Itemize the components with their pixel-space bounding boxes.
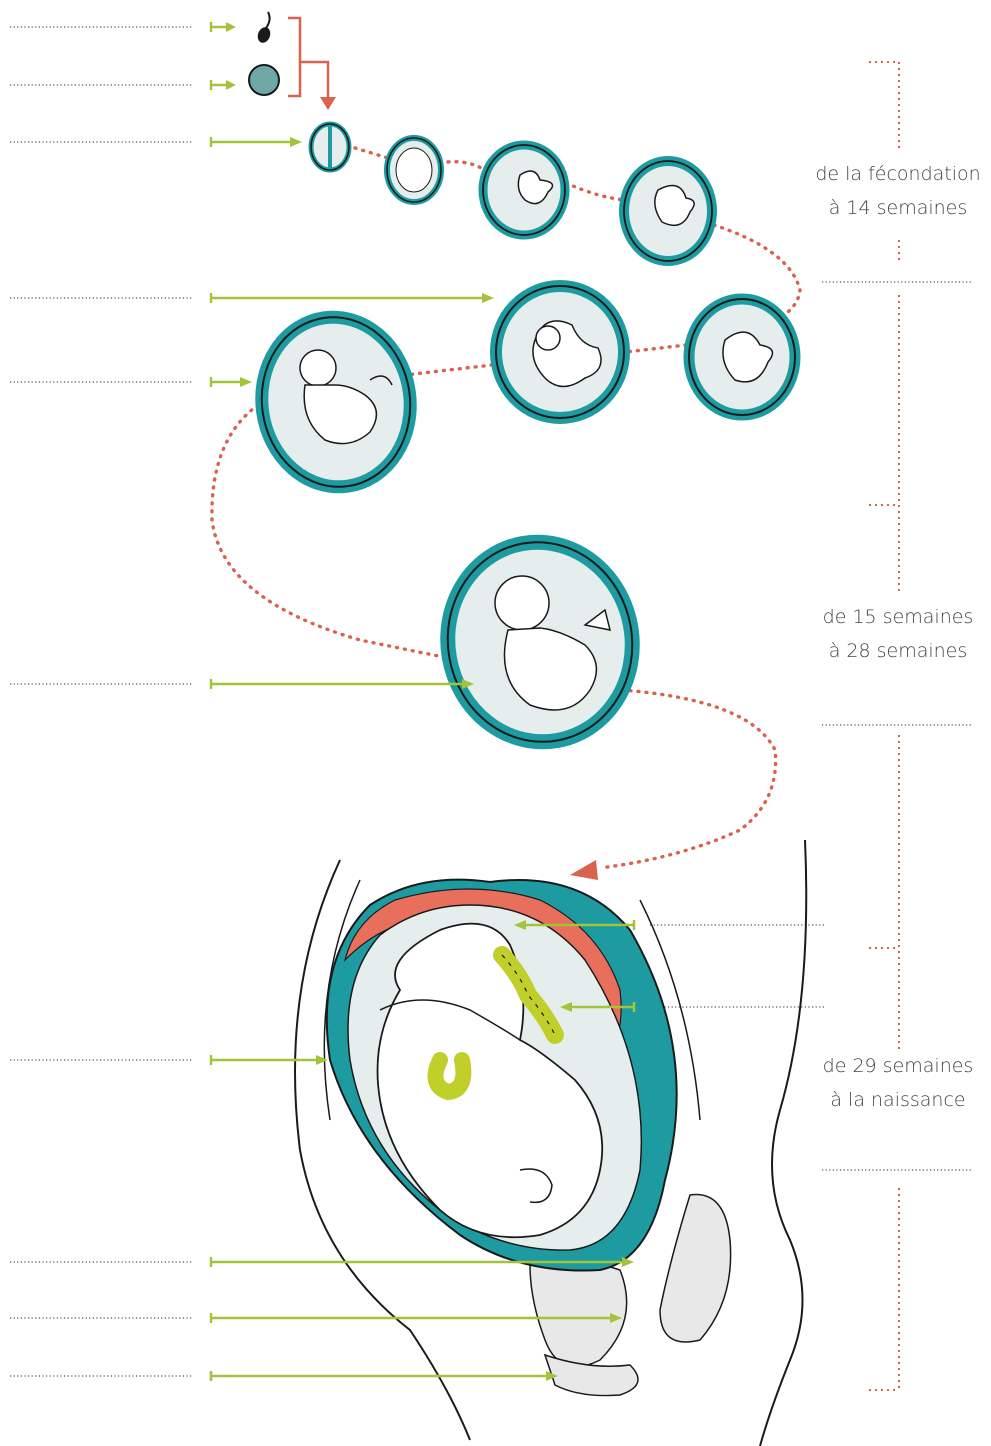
sperm-icon: [256, 12, 273, 45]
period-1-line-1: de la fécondation: [798, 157, 991, 191]
embryo-stage-7-icon: [251, 308, 421, 497]
embryo-stage-5-icon: [689, 299, 795, 415]
growth-path-arrowhead: [570, 860, 598, 880]
period-2-line-2: à 28 semaines: [798, 634, 991, 668]
embryo-stage-3-icon: [483, 145, 565, 235]
blastocyst-icon: [387, 138, 441, 202]
period-3-line-2: à la naissance: [798, 1083, 991, 1117]
ovum-icon: [249, 65, 279, 95]
period-label-2: de 15 semaines à 28 semaines: [798, 600, 991, 668]
period-label-3: de 29 semaines à la naissance: [798, 1049, 991, 1117]
growth-path: [212, 148, 800, 868]
period-3-line-1: de 29 semaines: [798, 1049, 991, 1083]
fertilization-arrowhead: [320, 97, 336, 110]
timeline-bracket: [869, 62, 899, 1390]
embryo-stage-4-icon: [624, 161, 712, 261]
period-2-line-1: de 15 semaines: [798, 600, 991, 634]
period-label-1: de la fécondation à 14 semaines: [798, 157, 991, 225]
timeline-separators: [822, 282, 972, 1170]
period-1-line-2: à 14 semaines: [798, 191, 991, 225]
fetus-stage-8-icon: [432, 528, 648, 757]
fertilization-bracket: [288, 18, 328, 100]
uterus: [327, 880, 677, 1271]
zygote-icon: [311, 124, 349, 170]
embryo-stage-6-icon: [496, 286, 624, 418]
label-blanks-left: [10, 27, 193, 1376]
